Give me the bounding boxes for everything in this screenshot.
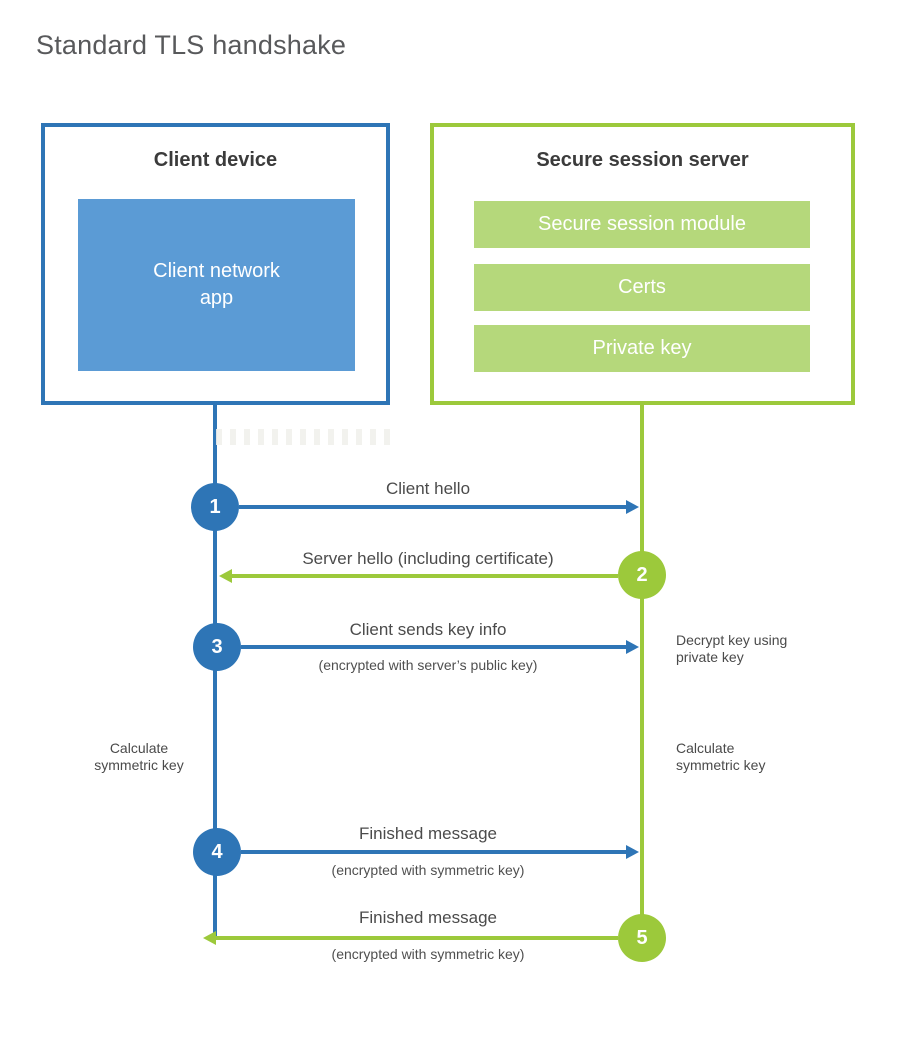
server-lifeline — [640, 405, 644, 945]
server-module-private-key: Private key — [474, 325, 810, 372]
step4-arrowhead-right-icon — [626, 845, 639, 859]
step1-arrowhead-right-icon — [626, 500, 639, 514]
client-network-app-box: Client network app — [78, 199, 355, 371]
step2-message-label: Server hello (including certificate) — [302, 549, 554, 568]
step2-arrowhead-left-icon — [219, 569, 232, 583]
step5-message-sublabel: (encrypted with symmetric key) — [331, 946, 525, 962]
step3-circle: 3 — [193, 623, 241, 671]
calculate-symmetric-key-note-client: Calculate symmetric key — [94, 740, 184, 773]
step4-arrow-line — [241, 850, 626, 854]
step5-circle: 5 — [618, 914, 666, 962]
step5-message-label: Finished message — [359, 908, 497, 927]
step4-message-label: Finished message — [359, 824, 497, 843]
step1-arrow-line — [239, 505, 626, 509]
calculate-symmetric-key-note-server: Calculate symmetric key — [676, 740, 766, 773]
page-title: Standard TLS handshake — [36, 30, 347, 60]
step1-message-label: Client hello — [385, 479, 471, 498]
faint-watermark-artifact — [216, 429, 390, 445]
step3-message-label: Client sends key info — [349, 620, 507, 639]
step2-arrow-line — [232, 574, 618, 578]
decrypt-key-note: Decrypt key using private key — [676, 632, 788, 665]
step3-message-sublabel: (encrypted with server’s public key) — [318, 657, 538, 673]
step5-arrow-line — [216, 936, 618, 940]
client-device-title: Client device — [153, 149, 278, 171]
step3-arrow-line — [241, 645, 626, 649]
server-module-certs: Certs — [474, 264, 810, 311]
server-module-secure-session-module: Secure session module — [474, 201, 810, 248]
step4-message-sublabel: (encrypted with symmetric key) — [331, 862, 525, 878]
step1-circle: 1 — [191, 483, 239, 531]
step2-circle: 2 — [618, 551, 666, 599]
client-lifeline — [213, 405, 217, 940]
step5-arrowhead-left-icon — [203, 931, 216, 945]
step3-arrowhead-right-icon — [626, 640, 639, 654]
secure-session-server-title: Secure session server — [536, 149, 749, 171]
step4-circle: 4 — [193, 828, 241, 876]
